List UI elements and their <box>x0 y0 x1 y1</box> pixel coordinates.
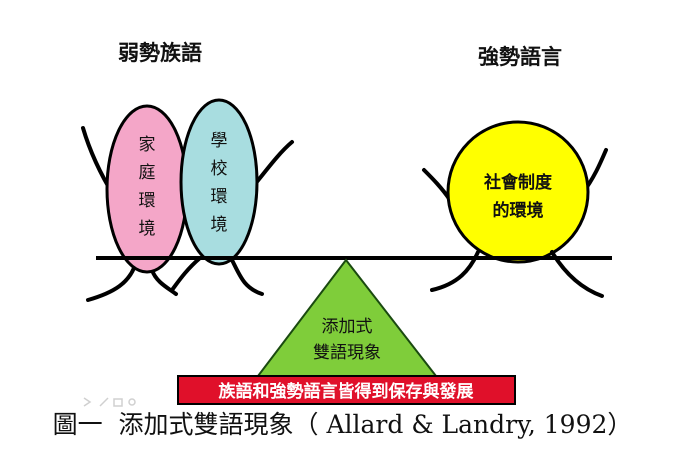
arrow-icon <box>83 397 92 407</box>
school-env-line2: 校 <box>211 159 228 179</box>
faint-toolbar-icons <box>83 397 136 407</box>
social-environment: 社會制度 的環境 <box>446 120 590 264</box>
outcome-banner: 族語和強勢語言皆得到保存與發展 <box>177 375 516 405</box>
caption-label: 圖一 <box>52 410 103 439</box>
home-env-line2: 庭 <box>139 163 156 183</box>
right-heading: 強勢語言 <box>478 45 562 69</box>
fulcrum-line2: 雙語現象 <box>313 343 381 363</box>
fulcrum-line1: 添加式 <box>322 317 373 337</box>
social-env-line2: 的環境 <box>493 200 544 221</box>
home-env-line3: 環 <box>139 191 156 211</box>
left-figures-legs <box>86 256 264 302</box>
banner-text: 族語和強勢語言皆得到保存與發展 <box>219 381 474 402</box>
school-environment: 學 校 環 境 <box>179 98 259 266</box>
school-env-line3: 環 <box>211 187 228 207</box>
social-env-line1: 社會制度 <box>483 172 553 193</box>
school-env-line4: 境 <box>211 215 228 235</box>
home-env-line1: 家 <box>139 135 156 155</box>
pen-icon <box>99 397 109 407</box>
caption-citation: Allard & Landry, 1992 <box>326 410 608 439</box>
more-icon <box>128 398 136 406</box>
home-environment: 家 庭 環 境 <box>105 104 189 274</box>
fulcrum: 添加式 雙語現象 <box>255 258 439 377</box>
left-heading: 弱勢族語 <box>118 41 202 65</box>
home-env-line4: 境 <box>139 219 156 239</box>
slide-icon <box>113 398 123 407</box>
school-env-line1: 學 <box>211 131 228 151</box>
figure-caption: 圖一 添加式雙語現象（ Allard & Landry, 1992） <box>52 410 633 439</box>
caption-title: 添加式雙語現象 <box>118 410 294 439</box>
